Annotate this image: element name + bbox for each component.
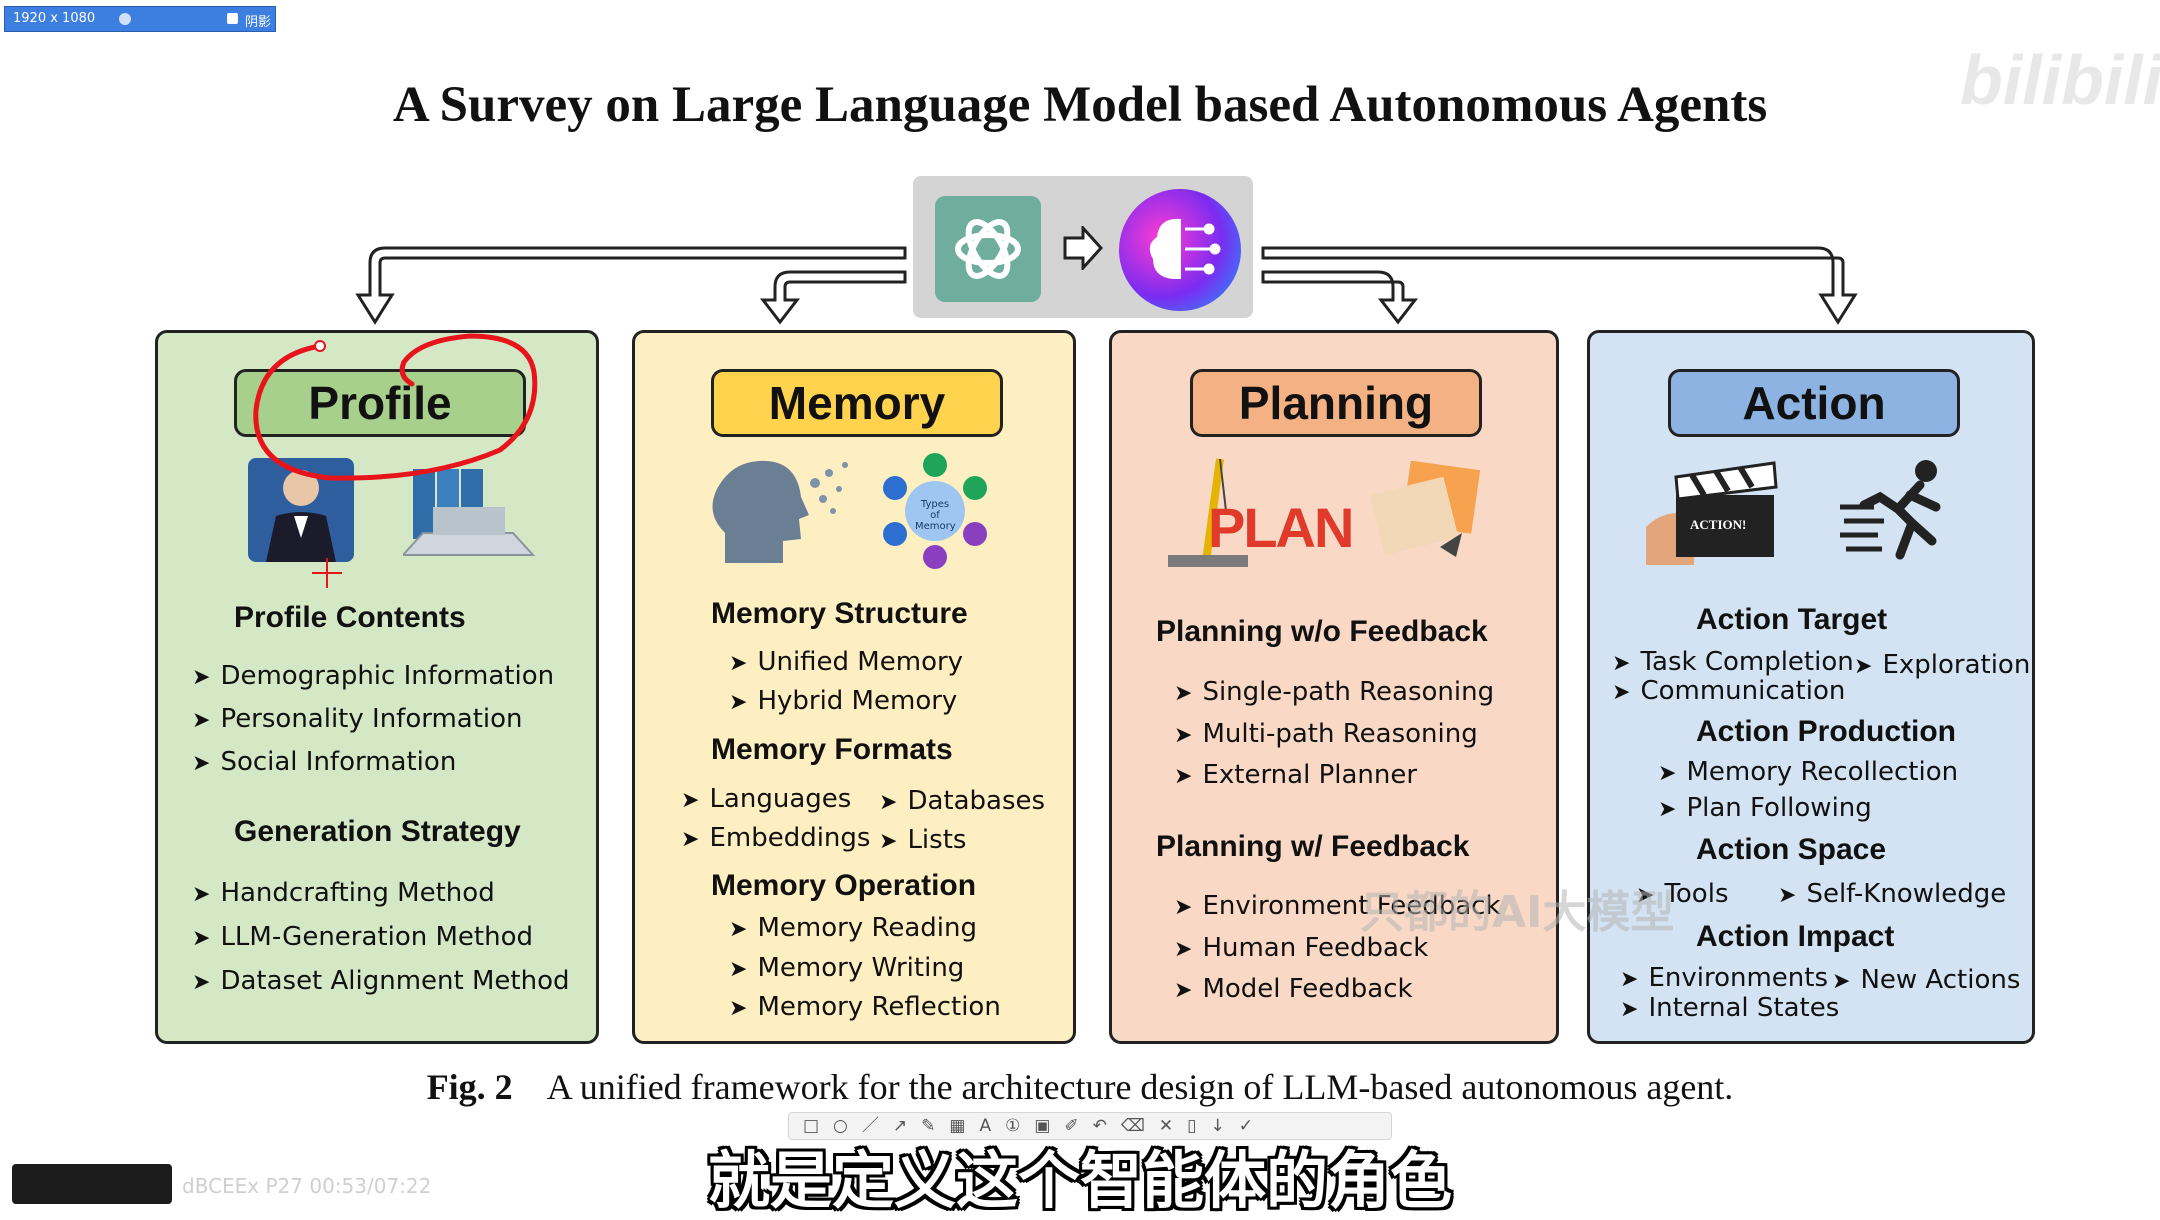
action-panel: Action ACTION! Action Target ➤Task Compl… [1587,330,2035,1044]
section-title: Action Target [1696,603,1888,636]
list-item: ➤LLM-Generation Method [192,922,533,952]
list-item: ➤Internal States [1620,993,1840,1023]
planning-header: Planning [1190,369,1482,437]
list-item: ➤Self-Knowledge [1778,879,2007,909]
list-item: ➤Demographic Information [192,661,555,691]
video-subtitle: 就是定义这个智能体的角色 [707,1144,1452,1217]
action-header: Action [1668,369,1960,437]
clapperboard-graphic: ACTION! [1646,457,1780,567]
list-item: ➤Environment Feedback [1174,891,1501,921]
page-title: A Survey on Large Language Model based A… [392,77,1768,133]
llm-to-agent-graphic [913,176,1253,318]
plan-crane-graphic: PLAN [1168,451,1358,571]
memory-panel: Memory Types of Memory Memory Structure … [632,330,1076,1044]
types-of-memory-label: Types of Memory [915,499,956,532]
list-item: ➤Multi-path Reasoning [1174,719,1478,749]
section-title: Planning w/ Feedback [1156,830,1470,863]
list-item: ➤Languages [681,784,852,814]
list-item: ➤Hybrid Memory [729,686,958,716]
list-item: ➤Human Feedback [1174,933,1429,963]
planning-panel: Planning PLAN Planning w/o Feedback ➤Sin… [1109,330,1559,1044]
sticky-notes-icon [1370,461,1480,557]
section-title: Memory Operation [711,869,977,902]
annotation-toolbar[interactable]: □○／↗✎▦A①▣✐↶⌫✕▯↓✓ [788,1112,1392,1140]
list-item: ➤External Planner [1174,760,1418,790]
section-title: Memory Structure [711,597,968,630]
section-title: Action Impact [1696,920,1895,953]
list-item: ➤Memory Reading [729,913,977,943]
chatgpt-logo-icon [935,196,1041,302]
plan-word: PLAN [1208,496,1354,559]
figure-label: Fig. 2 [426,1067,513,1107]
types-of-memory-diagram: Types of Memory [875,451,995,571]
list-item: ➤Databases [879,786,1046,816]
list-item: ➤Social Information [192,747,457,777]
arrow-to-planning [1261,270,1419,325]
screen-recorder-badge: 1920 x 1080 阴影 [4,6,276,32]
list-item: ➤Communication [1612,676,1846,706]
shadow-checkbox[interactable] [227,13,238,24]
list-item: ➤Handcrafting Method [192,878,495,908]
figure-caption-text: A unified framework for the architecture… [546,1067,1734,1107]
video-watermark: 只都的AI大模型 [1360,887,1675,938]
list-item: ➤Memory Recollection [1658,757,1959,787]
clapperboard-text: ACTION! [1690,517,1747,532]
list-item: ➤New Actions [1832,965,2021,995]
list-item: ➤Single-path Reasoning [1174,677,1495,707]
list-item: ➤Plan Following [1658,793,1872,823]
list-item: ➤Task Completion [1612,647,1854,677]
list-item: ➤Lists [879,825,967,855]
bilibili-logo: bilibili [1960,41,2160,119]
profile-header: Profile [234,369,526,437]
arrow-to-action [1261,246,1858,325]
list-item: ➤Dataset Alignment Method [192,966,570,996]
head-particles-icon [712,460,848,563]
list-item: ➤Model Feedback [1174,974,1413,1004]
ai-brain-icon [1119,189,1241,311]
shadow-label: 阴影 [245,15,272,30]
record-dot-icon[interactable] [119,13,131,25]
list-item: ➤Unified Memory [729,647,964,677]
list-item: ➤Personality Information [192,704,523,734]
video-id-timestamp: dBCEEx P27 00:53/07:22 [182,1174,432,1198]
right-arrow-icon [1063,226,1103,270]
section-title: Generation Strategy [234,815,521,848]
figure-caption: Fig. 2 A unified framework for the archit… [0,1066,2160,1108]
running-person-icon [1840,460,1941,560]
section-title: Action Production [1696,715,1956,748]
resolution-label: 1920 x 1080 [13,11,96,26]
businessman-icon [248,458,354,562]
list-item: ➤Exploration [1854,650,2031,680]
profile-panel: Profile Profile Contents ➤Demographic In… [155,330,599,1044]
list-item: ➤Environments [1620,963,1828,993]
section-title: Planning w/o Feedback [1156,615,1488,648]
list-item: ➤Memory Reflection [729,992,1001,1022]
list-item: ➤Memory Writing [729,953,965,983]
memory-header: Memory [711,369,1003,437]
binders-laptop-icon [403,469,536,556]
section-title: Action Space [1696,833,1887,866]
section-title: Profile Contents [234,601,466,634]
list-item: ➤Embeddings [681,823,871,853]
arrow-to-profile [355,246,907,325]
list-item: ➤Tools [1636,879,1729,909]
section-title: Memory Formats [711,733,953,766]
bilibili-corner-logo [12,1164,172,1204]
arrow-to-memory [759,270,907,325]
